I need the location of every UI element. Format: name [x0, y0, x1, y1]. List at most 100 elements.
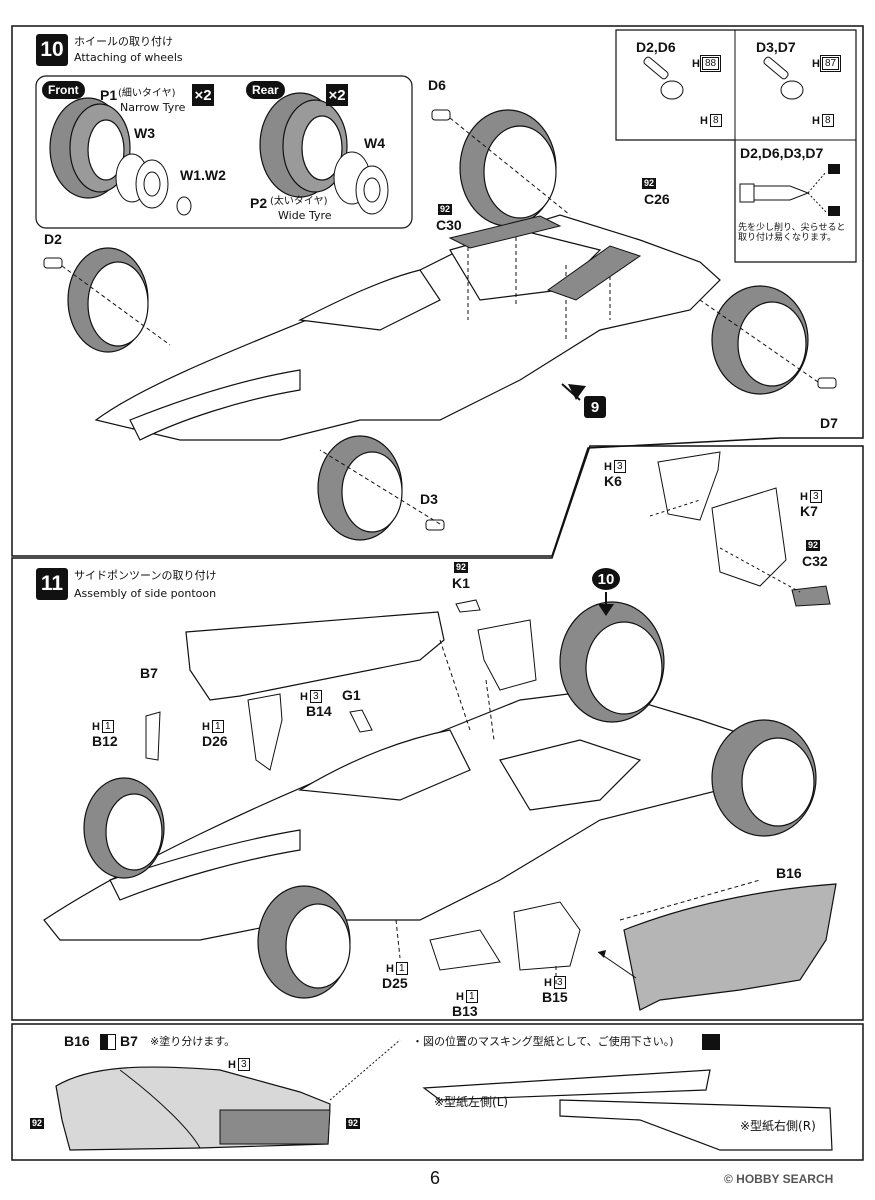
label-w4: W4 [364, 135, 385, 151]
front-left-tyre [67, 247, 149, 353]
paint-b7-grey-area [219, 1109, 331, 1145]
label-d26: D26 [202, 733, 228, 749]
label-p2: P2 [250, 195, 268, 211]
ref10-arrow [598, 604, 614, 616]
page-number: 6 [430, 1168, 441, 1188]
mask-template-right [559, 1099, 833, 1151]
front-tyre-p1 [49, 97, 131, 199]
label-c30: C30 [436, 217, 462, 233]
label-w3: W3 [134, 125, 155, 141]
step11-front-right-tyre [257, 885, 351, 999]
paint-tag-92-right: 92 [346, 1118, 361, 1129]
part-b14 [247, 693, 283, 771]
mask-note: ・図の位置のマスキング型紙として、ご使用下さい。) [412, 1035, 674, 1048]
part-k7 [711, 487, 787, 587]
label-b7: B7 [140, 665, 158, 681]
paint-section-border [11, 1023, 864, 1161]
step-number-11: 11 [36, 568, 68, 600]
ref-step-10: 10 [592, 568, 620, 590]
tag-92-c32: 92 [806, 540, 821, 551]
wheel-w3 [115, 153, 169, 209]
label-d2: D2 [44, 231, 62, 247]
rear-left-tyre [459, 109, 557, 227]
step10-panel-border [11, 25, 864, 557]
label-c32: C32 [802, 553, 828, 569]
label-p2-ja: (太いタイヤ) [270, 196, 328, 207]
pin-note-text: 先を少し削り、尖らせると取り付け易くなります。 [738, 223, 846, 243]
bolt-d2 [43, 257, 63, 269]
assembly-guide-lines [61, 117, 819, 525]
part-k1-mount [477, 619, 537, 691]
color-spec-box [615, 29, 857, 263]
label-b13: B13 [452, 1003, 478, 1019]
color-d2d6-title: D2,D6 [636, 39, 676, 55]
car-body-step10 [94, 214, 721, 441]
file-icon [828, 164, 840, 174]
paint-label-b7: B7 [120, 1033, 138, 1049]
paint-tag-92-left: 92 [30, 1118, 45, 1129]
file-icon [702, 1034, 720, 1050]
label-p1-en: Narrow Tyre [120, 101, 186, 114]
mask-template-left-label: ※型紙左側(L) [434, 1095, 509, 1109]
bolt-d7 [817, 377, 837, 389]
pin-d2d6 [643, 56, 684, 100]
part-c26 [546, 245, 642, 301]
label-g1: G1 [342, 687, 361, 703]
tag-92-k1: 92 [454, 562, 469, 573]
mask-template-right-label: ※型紙右側(R) [740, 1119, 816, 1133]
label-b15: B15 [542, 989, 568, 1005]
wheel-detail-box [35, 75, 413, 229]
rear-right-tyre [711, 285, 809, 395]
paint-split-icon [100, 1034, 116, 1050]
label-k7: K7 [800, 503, 818, 519]
watermark: © HOBBY SEARCH [724, 1172, 834, 1186]
part-b16 [623, 883, 837, 1011]
rear-multiplier: ×2 [326, 84, 348, 106]
pin-note-title: D2,D6,D3,D7 [740, 145, 824, 161]
step11-title-ja: サイドポンツーンの取り付け [74, 569, 217, 582]
ref-step-9: 9 [584, 396, 606, 418]
tag-92-c26: 92 [642, 178, 657, 189]
part-b12 [145, 711, 161, 761]
pin-d3d7 [763, 56, 804, 100]
label-d3: D3 [420, 491, 438, 507]
bolt-d6 [431, 109, 451, 121]
color-d3d7-title: D3,D7 [756, 39, 796, 55]
part-c32 [791, 585, 831, 607]
label-w1w2: W1.W2 [180, 167, 226, 183]
part-b15 [513, 901, 581, 971]
label-c26: C26 [644, 191, 670, 207]
pin-sharpen-diagram [739, 171, 827, 213]
label-d7: D7 [820, 415, 838, 431]
front-right-tyre [317, 435, 403, 541]
part-g1 [349, 709, 373, 733]
mask-template-left [422, 1069, 711, 1101]
label-d25: D25 [382, 975, 408, 991]
step11-rear-left-tyre [559, 601, 665, 723]
label-p2-en: Wide Tyre [278, 209, 332, 222]
step-number-10: 10 [36, 34, 68, 66]
part-b13 [429, 929, 501, 971]
step11-front-left-tyre [83, 777, 165, 879]
front-multiplier: ×2 [192, 84, 214, 106]
washer-w1w2 [176, 196, 192, 216]
label-d6: D6 [428, 77, 446, 93]
rear-label: Rear [246, 81, 285, 99]
step10-title-ja: ホイールの取り付け [74, 35, 173, 48]
step11-rear-right-tyre [711, 719, 817, 837]
part-b7 [185, 611, 445, 701]
step11-panel-border [11, 445, 864, 1021]
label-p1: P1 [100, 87, 118, 103]
label-k6: K6 [604, 473, 622, 489]
label-b12: B12 [92, 733, 118, 749]
